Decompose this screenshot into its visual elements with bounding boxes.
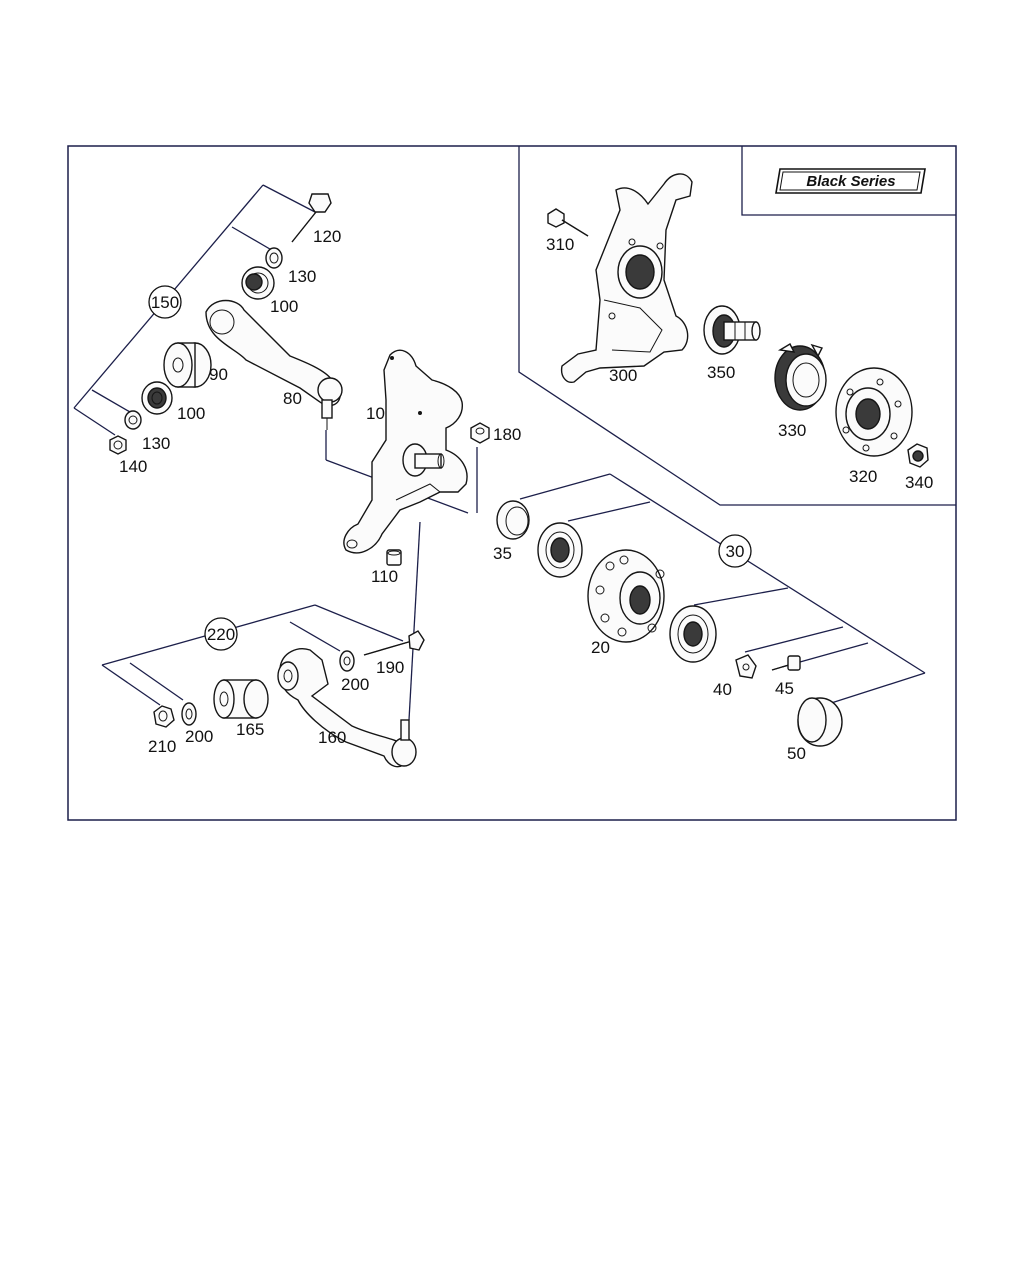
grease-cap-50 xyxy=(797,697,843,747)
seal-350 xyxy=(703,305,761,355)
label-165: 165 xyxy=(236,720,264,739)
diagram-frame xyxy=(67,145,957,821)
bushing-100-bottom xyxy=(141,381,173,415)
label-190: 190 xyxy=(376,658,404,677)
washer-200-right xyxy=(339,650,355,672)
wheel-hub-20 xyxy=(587,549,665,643)
label-300: 300 xyxy=(609,366,637,385)
label-100-bottom: 100 xyxy=(177,404,205,423)
clamp-nut-40 xyxy=(735,654,757,679)
label-45: 45 xyxy=(775,679,794,698)
label-130-bottom: 130 xyxy=(142,434,170,453)
leader-lines xyxy=(73,184,926,721)
label-180: 180 xyxy=(493,425,521,444)
callout-circle-30 xyxy=(718,534,752,568)
badge-text: Black Series xyxy=(806,173,895,190)
label-350: 350 xyxy=(707,363,735,382)
label-35: 35 xyxy=(493,544,512,563)
callout-circle-220 xyxy=(204,617,238,651)
label-140: 140 xyxy=(119,457,147,476)
label-200-right: 200 xyxy=(341,675,369,694)
label-320: 320 xyxy=(849,467,877,486)
screw-45 xyxy=(771,655,801,671)
inset-frame xyxy=(518,146,956,506)
label-310: 310 xyxy=(546,235,574,254)
steering-knuckle-300 xyxy=(560,173,693,383)
nut-140 xyxy=(109,435,127,455)
nut-210 xyxy=(153,705,175,728)
washer-130-bottom xyxy=(124,410,142,430)
label-130-top: 130 xyxy=(288,267,316,286)
label-160: 160 xyxy=(318,728,346,747)
callout-labels: 120 130 100 150 90 80 100 130 140 10 180… xyxy=(119,227,933,763)
label-220: 220 xyxy=(207,625,235,644)
wheel-hub-320 xyxy=(835,367,913,457)
steering-knuckle-10 xyxy=(343,349,468,554)
callout-circle-150 xyxy=(148,285,182,319)
label-30: 30 xyxy=(726,542,745,561)
bearing-330 xyxy=(774,343,827,411)
bushing-90 xyxy=(163,342,212,388)
label-100-top: 100 xyxy=(270,297,298,316)
label-150: 150 xyxy=(151,293,179,312)
nut-110 xyxy=(386,549,402,566)
label-80: 80 xyxy=(283,389,302,408)
label-20: 20 xyxy=(591,638,610,657)
label-340: 340 xyxy=(905,473,933,492)
bearing-outer xyxy=(537,522,583,578)
label-210: 210 xyxy=(148,737,176,756)
washer-130-top xyxy=(265,247,283,269)
label-40: 40 xyxy=(713,680,732,699)
label-330: 330 xyxy=(778,421,806,440)
bushing-100-top xyxy=(241,266,275,300)
nut-340 xyxy=(907,443,929,468)
bearing-inner xyxy=(669,605,717,663)
label-50: 50 xyxy=(787,744,806,763)
bolt-190 xyxy=(363,630,425,656)
label-90: 90 xyxy=(209,365,228,384)
label-200-left: 200 xyxy=(185,727,213,746)
lower-control-arm-160 xyxy=(277,648,417,768)
washer-200-left xyxy=(181,702,197,726)
label-10: 10 xyxy=(366,404,385,423)
bushing-165 xyxy=(213,679,269,719)
seal-35 xyxy=(496,500,530,540)
black-series-badge: Black Series xyxy=(775,168,926,194)
label-120: 120 xyxy=(313,227,341,246)
label-110: 110 xyxy=(371,567,398,586)
upper-control-arm-80 xyxy=(205,299,343,430)
bolt-120 xyxy=(291,193,332,243)
nut-180 xyxy=(470,422,490,444)
badge-frame xyxy=(741,146,956,216)
bolt-310 xyxy=(547,208,589,237)
